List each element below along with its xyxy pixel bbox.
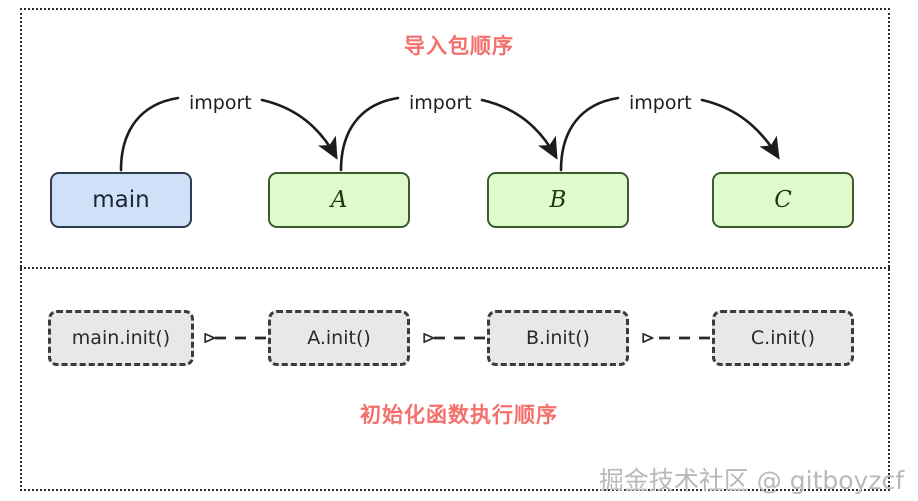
- init-label: B.init(): [526, 327, 590, 349]
- init-box-b: B.init(): [487, 310, 629, 366]
- watermark: 掘金技术社区 @ gitboyzcf: [598, 466, 904, 495]
- package-box-c: C: [712, 172, 854, 228]
- init-section-title: 初始化函数执行顺序: [360, 403, 558, 427]
- init-box-main: main.init(): [48, 310, 194, 366]
- init-label: A.init(): [307, 327, 371, 349]
- init-box-a: A.init(): [268, 310, 410, 366]
- section-divider: [20, 267, 890, 269]
- package-label: C: [774, 187, 792, 213]
- init-box-c: C.init(): [712, 310, 854, 366]
- import-edge-label-main-a: import: [186, 92, 255, 114]
- package-box-b: B: [487, 172, 629, 228]
- package-box-a: A: [268, 172, 410, 228]
- import-section-title: 导入包顺序: [404, 34, 514, 58]
- import-edge-label-a-b: import: [406, 92, 475, 114]
- package-label: main: [92, 187, 150, 213]
- import-edge-label-b-c: import: [626, 92, 695, 114]
- package-box-main: main: [50, 172, 192, 228]
- package-label: B: [549, 187, 567, 213]
- package-label: A: [330, 187, 348, 213]
- init-label: main.init(): [71, 327, 171, 349]
- init-label: C.init(): [750, 327, 816, 349]
